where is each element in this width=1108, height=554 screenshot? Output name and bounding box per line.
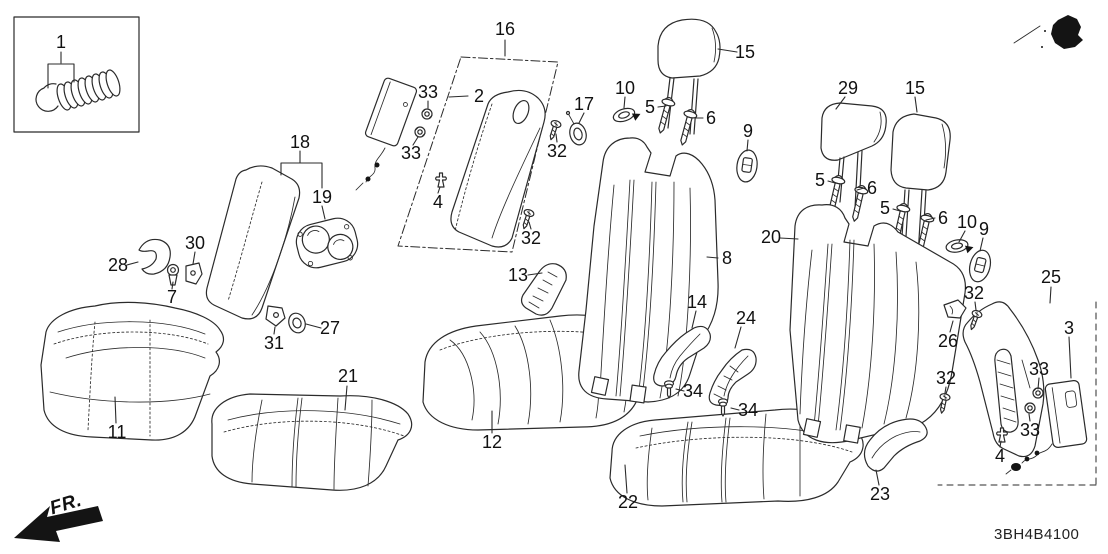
part-4-clip-drawing <box>435 172 447 188</box>
part-8-seat-back-drawing <box>578 137 719 404</box>
callout-31-19: 31 <box>263 333 285 353</box>
part-25-trim-drawing <box>962 301 1045 458</box>
part-2-airbag-module-drawing <box>355 77 418 191</box>
callout-6-28: 6 <box>866 178 878 198</box>
diagram-code: 3BH4B4100 <box>994 526 1080 543</box>
part-22-cushion-drawing <box>609 408 864 507</box>
callout-26-36: 26 <box>937 331 959 351</box>
callout-2-2: 2 <box>473 86 485 106</box>
part-32-screw-drawing <box>545 118 563 142</box>
callout-33-3: 33 <box>417 82 439 102</box>
callout-33-39: 33 <box>1028 359 1050 379</box>
callout-8-24: 8 <box>721 248 733 268</box>
callout-15-12: 15 <box>904 78 926 98</box>
part-13-bracket-drawing <box>520 263 567 316</box>
part-21-cushion-drawing <box>211 393 413 491</box>
callout-33-4: 33 <box>400 143 422 163</box>
callout-13-23: 13 <box>507 265 529 285</box>
part-23-trim-drawing <box>863 418 928 472</box>
callout-24-37: 24 <box>735 308 757 328</box>
callout-16-1: 16 <box>494 19 516 39</box>
part-9-striker-drawing <box>734 148 760 184</box>
part-31-clip-drawing <box>265 305 286 327</box>
callout-33-48: 33 <box>1019 420 1041 440</box>
callout-21-41: 21 <box>337 366 359 386</box>
part-3-pad-drawing <box>1005 379 1088 475</box>
callout-5-29: 5 <box>879 198 891 218</box>
callout-17-5: 17 <box>573 94 595 114</box>
vehicle-location-icon <box>1013 15 1083 49</box>
part-16-boundary <box>397 56 559 253</box>
callout-5-8: 5 <box>644 97 656 117</box>
part-18-armrest-drawing <box>205 165 301 320</box>
callout-4-21: 4 <box>432 192 444 212</box>
callout-32-22: 32 <box>520 228 542 248</box>
callout-15-10: 15 <box>734 42 756 62</box>
callout-11-40: 11 <box>107 422 127 442</box>
callout-19-15: 19 <box>311 187 333 207</box>
callout-10-31: 10 <box>956 212 978 232</box>
callout-28-17: 28 <box>107 255 129 275</box>
part-33-nut-drawing <box>414 126 426 138</box>
part-26-bracket-drawing <box>943 299 967 319</box>
part-1-box <box>13 16 140 133</box>
callout-6-9: 6 <box>705 108 717 128</box>
part-1-spring-drawing <box>35 69 121 112</box>
part-20-seat-back-drawing <box>789 204 967 444</box>
callout-6-30: 6 <box>937 208 949 228</box>
fr-direction-arrow-icon <box>14 506 103 542</box>
part-17-clip-drawing <box>565 110 587 146</box>
part-11-cushion-drawing <box>40 301 225 441</box>
callout-22-45: 22 <box>617 492 639 512</box>
part-10-guide-drawing <box>611 103 643 128</box>
callout-30-16: 30 <box>184 233 206 253</box>
callout-12-42: 12 <box>481 432 503 452</box>
callout-9-13: 9 <box>742 121 754 141</box>
part-16-pad-drawing <box>450 89 546 248</box>
callout-3-34: 3 <box>1063 318 1075 338</box>
part-7-rivet-drawing <box>166 263 180 286</box>
part-9-striker-drawing <box>965 247 995 285</box>
callout-27-20: 27 <box>319 318 341 338</box>
part-34-screw-drawing <box>717 398 729 417</box>
part-19-cup-holder-drawing <box>295 217 359 269</box>
part-28-bracket-drawing <box>138 238 171 275</box>
callout-25-33: 25 <box>1040 267 1062 287</box>
callout-23-46: 23 <box>869 484 891 504</box>
callout-5-27: 5 <box>814 170 826 190</box>
callout-34-44: 34 <box>737 400 759 420</box>
part-30-clip-drawing <box>185 262 203 285</box>
section-boundary-dashed <box>937 301 1097 486</box>
callout-34-43: 34 <box>682 381 704 401</box>
leader-lines <box>47 39 1072 494</box>
callout-1-0: 1 <box>55 32 67 52</box>
callout-20-26: 20 <box>760 227 782 247</box>
callout-9-32: 9 <box>978 219 990 239</box>
callout-29-11: 29 <box>837 78 859 98</box>
callout-32-6: 32 <box>546 141 568 161</box>
callout-32-35: 32 <box>963 283 985 303</box>
part-5-bolt-drawing <box>653 95 677 136</box>
part-24-bolster-drawing <box>708 348 757 406</box>
part-27-grommet-drawing <box>288 312 306 334</box>
callout-32-38: 32 <box>935 368 957 388</box>
callout-18-14: 18 <box>289 132 311 152</box>
callout-10-7: 10 <box>614 78 636 98</box>
part-33-nut-drawing <box>421 108 433 120</box>
part-33-nut-drawing <box>1024 402 1036 414</box>
callout-4-47: 4 <box>994 446 1006 466</box>
callout-7-18: 7 <box>166 287 178 307</box>
callout-14-25: 14 <box>686 292 708 312</box>
